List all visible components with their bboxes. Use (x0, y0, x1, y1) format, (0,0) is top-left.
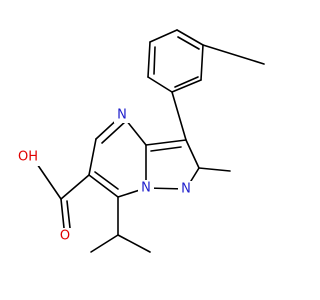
bond-methyl (198, 167, 231, 172)
bond-aryl-link (171, 91, 187, 141)
n-bridge-label: N (141, 181, 151, 196)
bond-c2-carboxyl (60, 174, 90, 200)
bond-ar3-ar4 (176, 29, 204, 46)
o-carbonyl-bg (57, 228, 73, 244)
n-ring-top-bg (114, 107, 130, 123)
bond-ipr-me2 (117, 234, 151, 253)
bond-ar3-ar4-inner (177, 36, 200, 50)
bond-c5-c6 (185, 139, 200, 169)
o-carbonyl-label: O (60, 229, 70, 244)
bond-c4-c5-inner (150, 146, 182, 152)
bond-ar1-ar2-inner (174, 76, 199, 88)
bond-ar6-ar1 (147, 76, 173, 93)
atom-label-layer: N N N OH O (13, 107, 194, 244)
n-pyrazole-bg (178, 181, 194, 197)
n-pyrazole-label: N (181, 182, 191, 197)
n-bridge-bg (138, 180, 154, 196)
oh-label: OH (18, 150, 38, 165)
bond-ar4-ar5 (149, 29, 178, 43)
bond-c2-c3 (88, 174, 119, 198)
bond-ar5-ar6 (147, 41, 151, 78)
bond-ar5-ar6-inner (153, 46, 156, 75)
bond-layer (32, 29, 265, 253)
bond-carboxyl-o-inner (66, 200, 71, 229)
bond-ar1-ar2 (171, 79, 202, 93)
bond-ar2-ar3 (200, 44, 204, 81)
oh-bg (13, 148, 43, 166)
molecule-diagram: N N N OH O (13, 29, 265, 253)
bond-c4-c5 (145, 139, 187, 146)
bond-carboxyl-o (60, 198, 65, 229)
bond-ipr-me1 (90, 234, 119, 253)
bond-c1-c2 (88, 138, 97, 176)
bond-aryl-methyl (202, 44, 265, 65)
n-ring-top-label: N (117, 108, 127, 123)
bond-c2-c3-inner (94, 171, 119, 190)
bond-n-top-c1-inner (101, 120, 127, 144)
